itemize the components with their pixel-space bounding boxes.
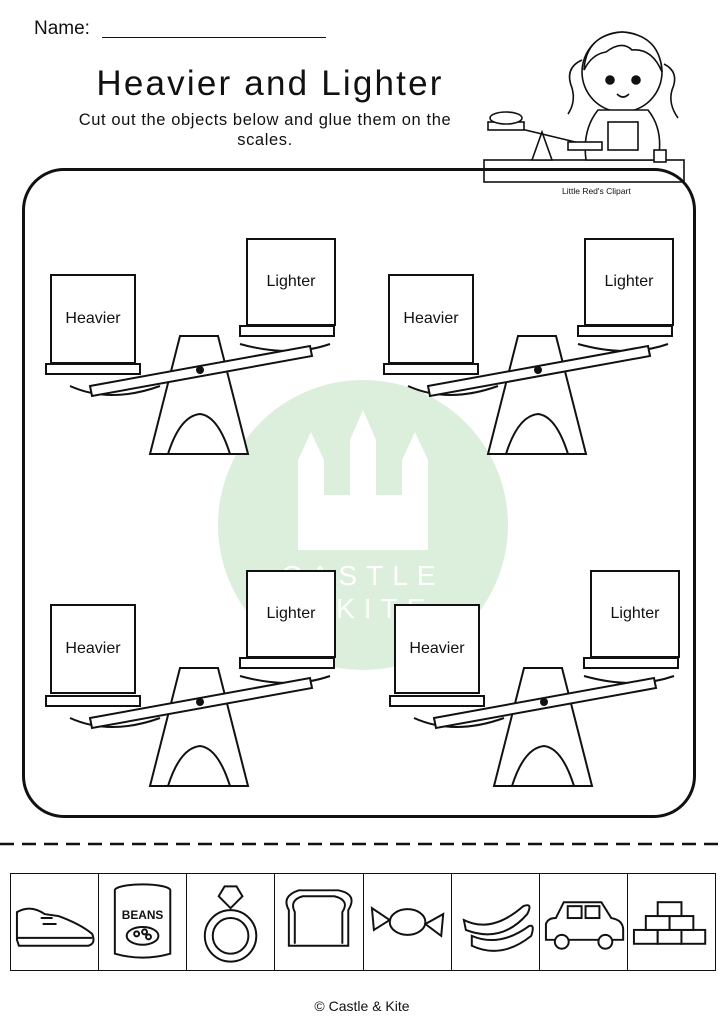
candy-icon (370, 906, 444, 938)
balance-scale-icon (45, 657, 335, 787)
lighter-box[interactable]: Lighter (246, 238, 336, 326)
shoe-icon (15, 907, 95, 947)
cutout-bricks[interactable] (628, 874, 715, 970)
girl-with-scale-clipart (483, 31, 685, 183)
copyright-footer: © Castle & Kite (314, 998, 410, 1014)
cutout-strip: BEANS (10, 873, 716, 971)
toy-car-icon (544, 901, 624, 950)
clipart-credit: Little Red's Clipart (562, 186, 631, 196)
cutout-beans-can[interactable]: BEANS (99, 874, 188, 970)
scales-frame (22, 168, 696, 818)
bricks-icon (632, 901, 707, 945)
instructions: Cut out the objects below and glue them … (78, 111, 452, 149)
cutout-bread[interactable] (275, 874, 364, 970)
heavier-box[interactable]: Heavier (50, 274, 136, 364)
svg-text:BEANS: BEANS (122, 908, 164, 922)
lighter-box[interactable]: Lighter (584, 238, 674, 326)
balance-scale: Heavier Lighter (40, 236, 350, 466)
ring-icon (204, 885, 258, 963)
heavier-box[interactable]: Heavier (394, 604, 480, 694)
balance-scale-icon (45, 325, 335, 455)
heavier-box[interactable]: Heavier (50, 604, 136, 694)
cutout-shoe[interactable] (11, 874, 100, 970)
balance-scale-icon (389, 657, 679, 787)
cutout-candy[interactable] (364, 874, 452, 970)
cut-line (0, 842, 724, 846)
name-label: Name: (34, 18, 90, 39)
bread-icon (285, 889, 353, 947)
balance-scale-icon (383, 325, 673, 455)
heavier-box[interactable]: Heavier (388, 274, 474, 364)
balance-scale: Heavier Lighter (378, 236, 688, 466)
worksheet-title: Heavier and Lighter (96, 64, 444, 103)
lighter-box[interactable]: Lighter (246, 570, 336, 658)
balance-scale: Heavier Lighter (40, 568, 350, 798)
lighter-box[interactable]: Lighter (590, 570, 680, 658)
name-line[interactable] (102, 37, 326, 38)
balance-scale: Heavier Lighter (384, 568, 694, 798)
beans-can-icon: BEANS (113, 883, 172, 959)
cutout-ring[interactable] (187, 874, 276, 970)
cutout-bananas[interactable] (452, 874, 540, 970)
bananas-icon (462, 904, 534, 952)
cutout-toy-car[interactable] (540, 874, 628, 970)
